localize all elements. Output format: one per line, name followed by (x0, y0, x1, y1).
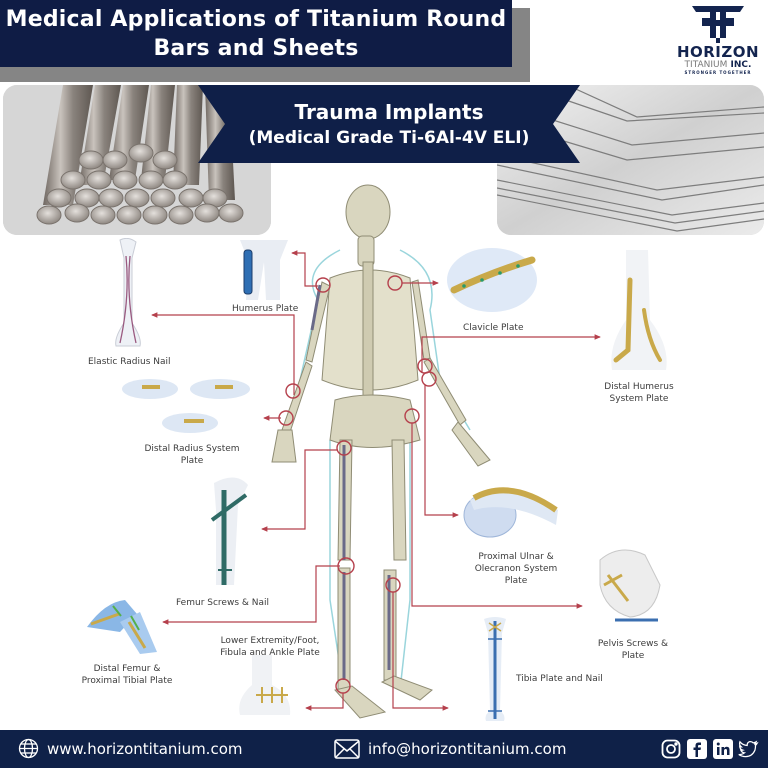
logo-tagline: STRONGER TOGETHER (684, 70, 752, 75)
company-logo: HORIZON TITANIUM INC. STRONGER TOGETHER (668, 4, 768, 82)
title-line-2: Bars and Sheets (153, 35, 359, 61)
title-line-1: Medical Applications of Titanium Round (5, 6, 507, 32)
logo-name: HORIZON (676, 43, 760, 61)
distal-humerus-plate-image (611, 250, 667, 370)
facebook-icon[interactable] (686, 738, 707, 759)
banner-subtitle: (Medical Grade Ti-6Al-4V ELI) (248, 128, 530, 148)
distal-radius-plate-image (122, 379, 250, 433)
social-links (660, 738, 759, 759)
tibia-nail-image (484, 617, 506, 721)
femur-nail-image (210, 477, 248, 585)
ankle-plate-image (239, 655, 291, 715)
banner-title: Trauma Implants (294, 100, 484, 124)
label-femur-screws-nail: Femur Screws & Nail (176, 598, 269, 608)
email-link[interactable]: info@horizontitanium.com (334, 738, 566, 759)
page-title: Medical Applications of Titanium Round B… (0, 0, 512, 67)
email-text: info@horizontitanium.com (368, 739, 567, 758)
distal-femur-tibial-plate-image (87, 600, 157, 654)
website-text: www.horizontitanium.com (47, 739, 243, 758)
elastic-radius-nail-image (115, 238, 141, 347)
label-tibia-plate-nail: Tibia Plate and Nail (516, 674, 603, 684)
label-elastic-radius-nail: Elastic Radius Nail (88, 357, 171, 367)
label-distal-femur-tibial: Distal Femur &Proximal Tibial Plate (81, 664, 173, 686)
humerus-plate-image (240, 240, 288, 300)
horizon-th-monogram-icon (692, 6, 744, 43)
label-lower-extremity: Lower Extremity/Foot,Fibula and Ankle Pl… (220, 636, 320, 658)
proximal-ulnar-plate-image (463, 487, 558, 538)
footer-bar: www.horizontitanium.com info@horizontita… (0, 730, 768, 768)
label-pelvis-screws-plate: Pelvis Screws &Plate (597, 639, 669, 661)
instagram-icon[interactable] (660, 738, 681, 759)
linkedin-icon[interactable] (712, 738, 733, 759)
envelope-icon (334, 738, 360, 759)
label-clavicle-plate: Clavicle Plate (463, 323, 524, 333)
label-humerus-plate: Humerus Plate (232, 304, 299, 314)
website-link[interactable]: www.horizontitanium.com (18, 738, 243, 759)
logo-subtitle: TITANIUM INC. (684, 60, 752, 70)
twitter-icon[interactable] (738, 738, 759, 759)
clavicle-plate-image (447, 248, 537, 312)
trauma-implants-banner: Trauma Implants (Medical Grade Ti-6Al-4V… (198, 85, 580, 163)
pelvis-screws-plate-image (599, 549, 661, 622)
globe-icon (18, 738, 39, 759)
